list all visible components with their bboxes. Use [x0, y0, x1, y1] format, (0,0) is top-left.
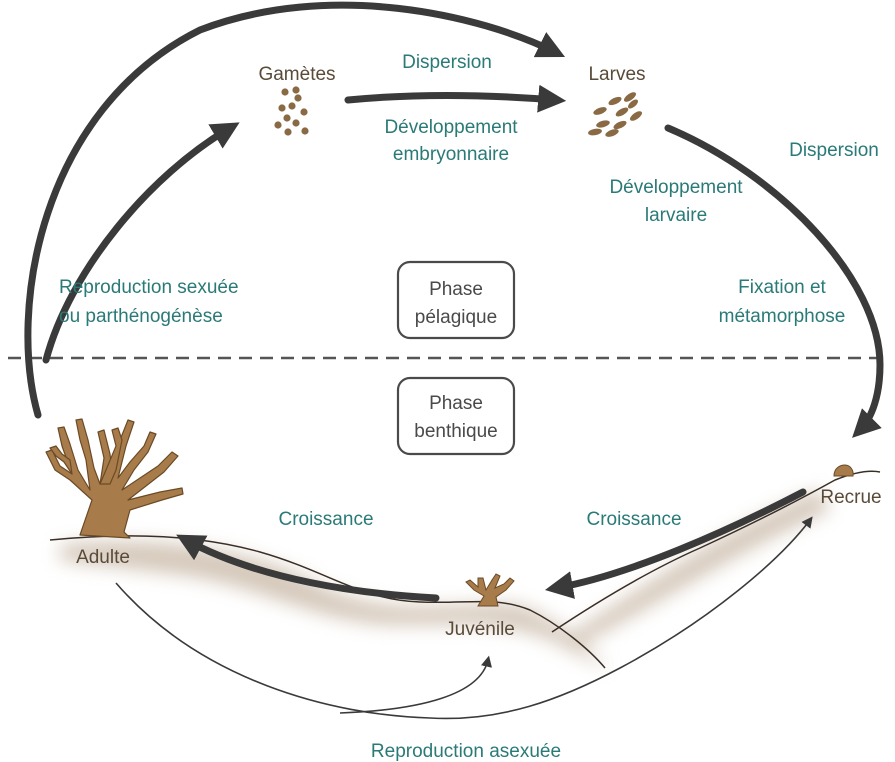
- label-developpement-embryonnaire-1: Développement: [384, 117, 518, 138]
- pelagic-phase-box: [396, 260, 516, 340]
- gametes-icon: [274, 86, 309, 136]
- label-benthic-2: benthique: [414, 421, 497, 442]
- label-reproduction-asexuee: Reproduction asexuée: [371, 741, 561, 762]
- label-gametes: Gamètes: [258, 64, 335, 85]
- arrow-dispersion-gametes-to-larvae: [24, 1, 566, 419]
- label-dispersion-right: Dispersion: [789, 140, 879, 161]
- label-pelagic-2: pélagique: [415, 307, 497, 328]
- label-developpement-embryonnaire-2: embryonnaire: [393, 144, 509, 165]
- label-pelagic-1: Phase: [429, 279, 483, 300]
- label-reproduction-sexuee-2: ou parthénogénèse: [59, 306, 223, 327]
- arrow-croissance-recruit-to-juvenile: [544, 488, 807, 599]
- arrow-asexual-inner: [339, 655, 492, 714]
- arrow-croissance-juvenile-to-adult: [176, 534, 440, 602]
- label-developpement-larvaire-2: larvaire: [645, 205, 707, 226]
- label-dispersion-top: Dispersion: [402, 52, 492, 73]
- label-larves: Larves: [588, 64, 645, 85]
- label-adulte: Adulte: [76, 547, 130, 568]
- arrow-reproduction-sexuee: [42, 122, 240, 364]
- label-croissance-left: Croissance: [278, 509, 373, 530]
- arrow-developpement-embryonnaire: [344, 84, 567, 113]
- recruit-icon: [833, 464, 854, 477]
- label-recrue: Recrue: [820, 487, 881, 508]
- adult-coral-icon: [45, 418, 184, 539]
- juvenile-coral-icon: [465, 573, 515, 607]
- label-developpement-larvaire-1: Développement: [609, 177, 743, 198]
- arrow-asexual-outer: [115, 516, 813, 720]
- label-benthic-1: Phase: [429, 393, 483, 414]
- larvae-icon: [588, 92, 643, 137]
- label-croissance-right: Croissance: [586, 509, 681, 530]
- arrow-larvae-to-recruit: [664, 124, 884, 438]
- benthic-phase-box: [396, 376, 516, 456]
- label-reproduction-sexuee-1: Reproduction sexuée: [59, 277, 239, 298]
- seafloor-shadow: [60, 490, 830, 670]
- label-fixation-2: métamorphose: [719, 306, 846, 327]
- label-juvenile: Juvénile: [445, 619, 515, 640]
- label-fixation-1: Fixation et: [738, 277, 826, 298]
